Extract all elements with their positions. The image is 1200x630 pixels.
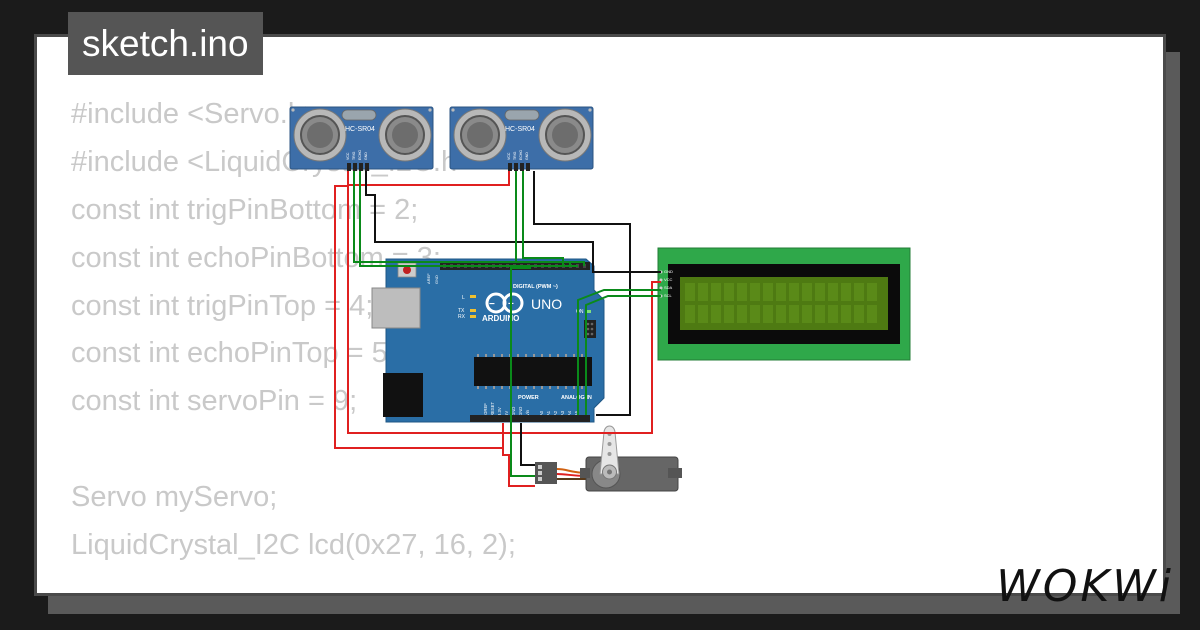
- sensor-label: HC-SR04: [345, 126, 375, 133]
- wire-servo-vcc: [502, 433, 535, 487]
- lcd-pin-sda: SDA: [664, 285, 673, 290]
- led-l: [470, 295, 476, 298]
- code-line: const int echoPinBottom = 3;: [71, 241, 441, 274]
- sensor-1-pins: [347, 163, 369, 171]
- file-title: sketch.ino: [68, 12, 263, 75]
- wire-echo-bottom: [359, 171, 578, 267]
- aref-label: AREF: [426, 273, 431, 284]
- pin-label-gnd-2: GND: [518, 407, 523, 416]
- lcd-pin-vcc: VCC: [664, 277, 673, 282]
- sensor-label: HC-SR04: [505, 126, 535, 133]
- sensor-2-pins: [508, 163, 530, 171]
- wire-trig-bottom: [353, 171, 585, 266]
- ultrasonic-sensor-1[interactable]: HC-SR04 VCC TRIG ECHO GND: [289, 106, 434, 171]
- code-line: const int servoPin = 9;: [71, 385, 358, 418]
- wire-trig-top: [515, 171, 571, 266]
- pin-label-a2: A2: [553, 410, 558, 416]
- pin-label-vcc: VCC: [507, 152, 511, 160]
- code-line: Servo myServo;: [71, 481, 278, 514]
- wire-sensor1-gnd: [365, 171, 661, 273]
- pin-label-a0: A0: [539, 410, 544, 416]
- gnd-label: GND: [434, 275, 439, 284]
- transducer-left: [453, 108, 507, 162]
- power-jack: [383, 373, 423, 417]
- power-label: POWER: [518, 395, 539, 401]
- wire-servo-gnd: [520, 423, 535, 466]
- pin-label-vcc: VCC: [346, 152, 350, 160]
- pin-label-3v3: 3.3V: [497, 407, 502, 416]
- wire-servo-signal: [510, 423, 535, 477]
- led-rx-label: RX: [458, 314, 466, 320]
- led-tx-label: TX: [458, 308, 465, 314]
- lcd-pin-scl: SCL: [664, 293, 673, 298]
- on-label: ON: [576, 309, 584, 315]
- pin-label-a1: A1: [546, 410, 551, 416]
- wire-lcd-vcc: [503, 281, 661, 434]
- pin-label-echo: ECHO: [519, 150, 523, 160]
- digital-label: DIGITAL (PWM ~): [513, 284, 558, 290]
- wire-lcd-scl: [585, 295, 661, 415]
- on-led: [585, 310, 591, 313]
- lcd-character-cells: [685, 283, 877, 323]
- svg-text:−: −: [489, 299, 495, 310]
- wire-servo-signal-up: [510, 266, 531, 423]
- pin-label-a3: A3: [560, 410, 565, 416]
- code-line: LiquidCrystal_I2C lcd(0x27, 16, 2);: [71, 529, 516, 562]
- pin-label-gnd-1: GND: [511, 407, 516, 416]
- transducer-left: [293, 108, 347, 162]
- atmega-chip: [474, 357, 592, 386]
- wires: [334, 171, 661, 487]
- ultrasonic-sensor-2[interactable]: HC-SR04 VCC TRIG ECHO GND: [449, 106, 594, 171]
- wire-lcd-sda: [577, 289, 661, 415]
- wokwi-logo: WOKWi: [996, 561, 1174, 612]
- analog-label: ANALOG IN: [561, 395, 592, 401]
- pin-label-echo: ECHO: [358, 150, 362, 160]
- pin-label-vin: Vin: [525, 409, 530, 416]
- reset-button-cap: [403, 266, 411, 274]
- wire-sensor2-vcc: [347, 171, 510, 434]
- power-analog-header: [470, 415, 590, 422]
- wire-echo-top: [522, 171, 564, 266]
- pin-label-a4: A4: [567, 410, 572, 416]
- transducer-right: [538, 108, 592, 162]
- usb-port: [371, 287, 421, 329]
- code-line: const int echoPinTop = 5;: [71, 337, 396, 370]
- transducer-right: [378, 108, 432, 162]
- pin-label-ioref: IOREF: [483, 403, 488, 416]
- code-line: const int trigPinBottom = 2;: [71, 193, 419, 226]
- servo-horn: [599, 425, 620, 475]
- servo-motor[interactable]: [535, 425, 682, 492]
- led-l-label: L: [462, 295, 465, 301]
- arduino-model: UNO: [531, 296, 562, 312]
- led-tx: [470, 309, 476, 312]
- pin-label-a5: A5: [574, 410, 579, 416]
- pin-label-gnd: GND: [525, 152, 529, 160]
- code-line: const int trigPinTop = 4;: [71, 289, 374, 322]
- arduino-brand: ARDUINO: [482, 314, 519, 323]
- lcd-display[interactable]: GND VCC SDA SCL: [657, 247, 911, 361]
- wire-sensor2-gnd: [533, 171, 631, 416]
- led-rx: [470, 315, 476, 318]
- pin-label-reset: RESET: [490, 402, 495, 416]
- pin-label-gnd: GND: [364, 152, 368, 160]
- lcd-pin-gnd: GND: [664, 269, 673, 274]
- pin-label-trig: TRIG: [513, 151, 517, 160]
- arduino-uno[interactable]: AREF GND DIGITAL (PWM ~) L TX RX ON − + …: [371, 258, 605, 423]
- pin-label-trig: TRIG: [352, 151, 356, 160]
- pin-label-5v: 5V: [504, 411, 509, 416]
